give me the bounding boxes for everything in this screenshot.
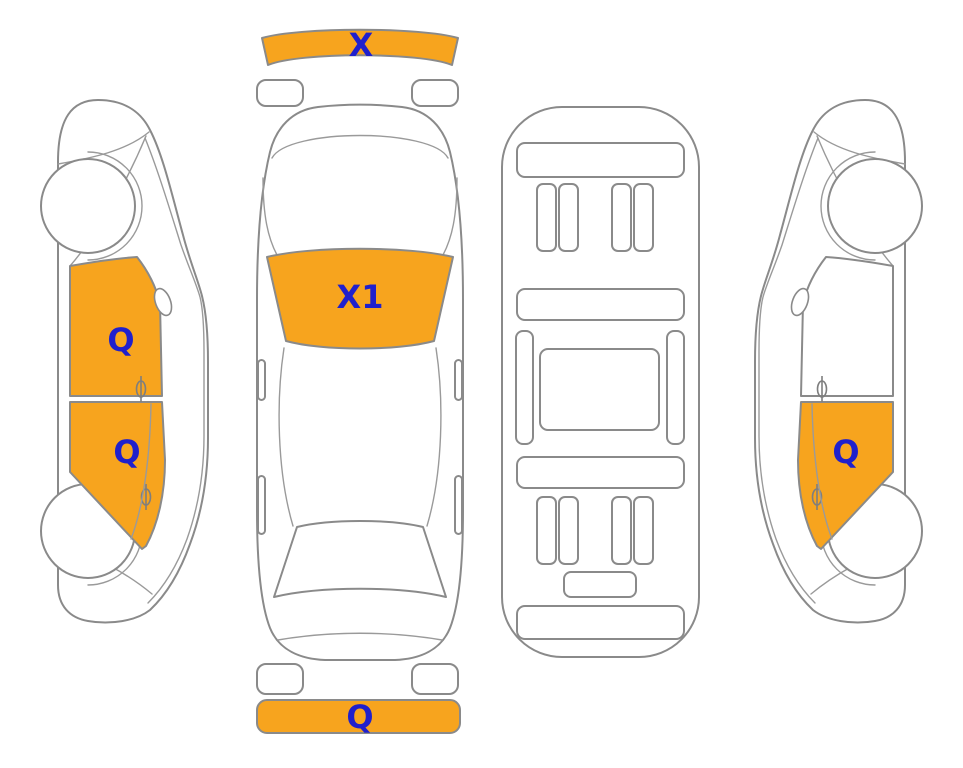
rear-band-label: Q xyxy=(346,698,373,736)
left-rear-window-edge xyxy=(257,475,266,535)
chassis-part xyxy=(536,183,557,252)
windshield-band-zone[interactable] xyxy=(261,28,459,66)
chassis-part xyxy=(666,330,685,445)
chassis-part xyxy=(611,496,632,565)
right-door-window-edge xyxy=(454,359,463,401)
chassis-part xyxy=(536,496,557,565)
chassis-part xyxy=(558,183,579,252)
right-rear-door-label: Q xyxy=(832,433,859,471)
top-view-windshield-zone[interactable] xyxy=(266,247,454,350)
chassis-part xyxy=(558,496,579,565)
chassis-part xyxy=(516,456,685,489)
chassis-part xyxy=(633,496,654,565)
chassis-part xyxy=(516,605,685,640)
chassis-part xyxy=(516,142,685,178)
top-view: X X1 Q xyxy=(256,26,464,736)
chassis-part xyxy=(539,348,660,431)
chassis-part xyxy=(516,288,685,321)
front-corner-left xyxy=(256,79,304,107)
left-rear-door-label: Q xyxy=(113,433,140,471)
left-rear-door-window-zone[interactable] xyxy=(69,401,166,550)
front-corner-right xyxy=(411,79,459,107)
chassis-part xyxy=(563,571,637,598)
rear-corner-left xyxy=(256,663,304,695)
rear-corner-right xyxy=(411,663,459,695)
right-rear-window-edge xyxy=(454,475,463,535)
left-front-door-label: Q xyxy=(107,321,134,359)
windshield-label: X1 xyxy=(337,278,384,316)
underside-view xyxy=(501,106,700,658)
chassis-part xyxy=(611,183,632,252)
chassis-part xyxy=(633,183,654,252)
right-side-view: Q xyxy=(754,99,923,624)
left-side-view: Q Q xyxy=(40,99,209,624)
right-rear-door-window-zone[interactable] xyxy=(797,401,894,550)
left-door-window-edge xyxy=(257,359,266,401)
car-top-body xyxy=(256,103,464,661)
windshield-band-label: X xyxy=(349,26,374,64)
chassis-part xyxy=(515,330,534,445)
top-view-rear-window[interactable] xyxy=(273,520,447,598)
rear-window-band-zone[interactable] xyxy=(256,699,461,734)
right-front-door-window[interactable] xyxy=(800,256,894,397)
